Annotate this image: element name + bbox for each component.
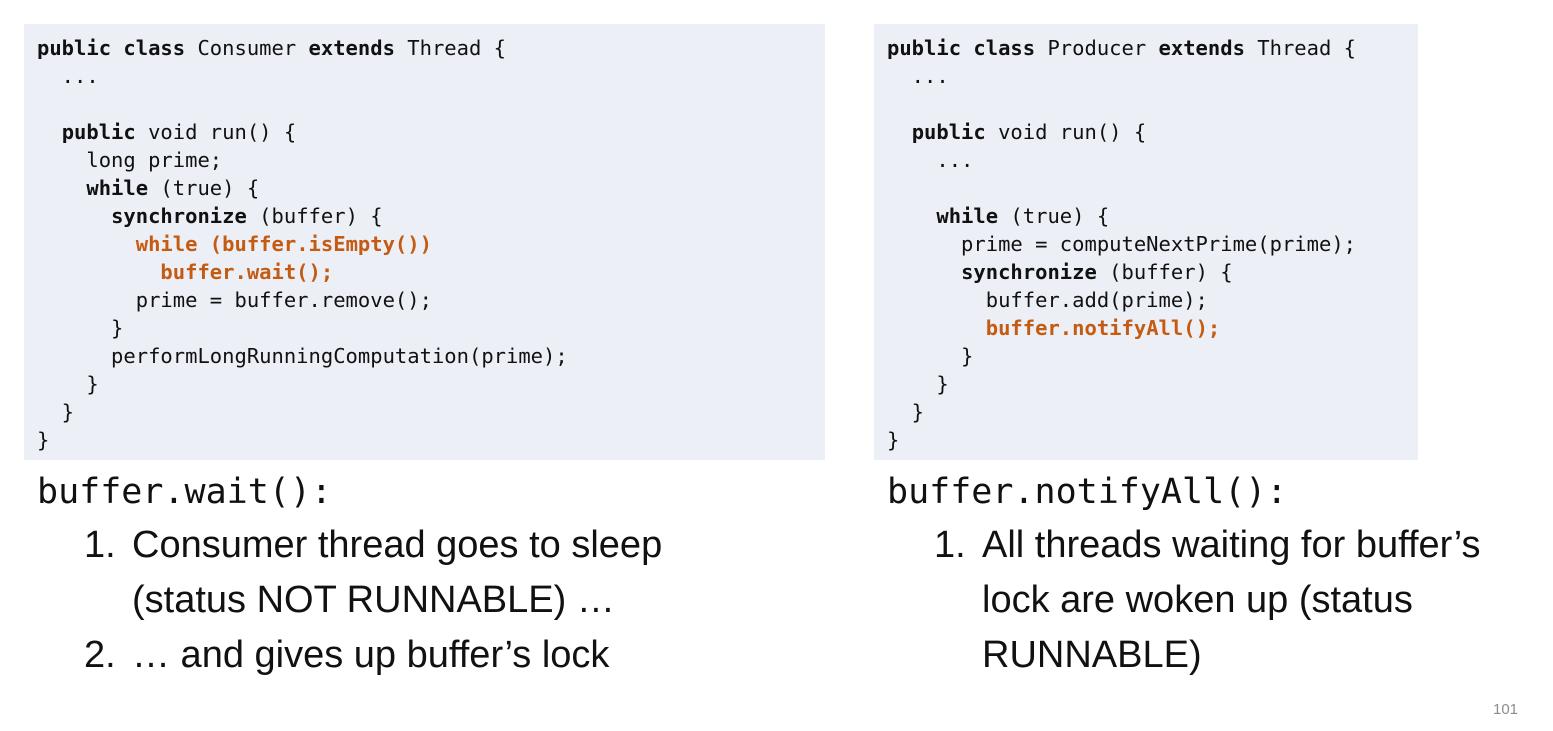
code-line: public class Producer extends Thread { [887, 34, 1418, 62]
code-text: } [887, 428, 900, 452]
code-text: long prime; [37, 148, 223, 172]
highlighted-code: while (buffer.isEmpty()) [135, 232, 432, 256]
wait-explanation-list: 1. Consumer thread goes to sleep (status … [84, 518, 734, 683]
code-text: void run() { [135, 120, 297, 144]
code-line: } [37, 398, 825, 426]
code-line: } [887, 370, 1418, 398]
code-text: void run() { [985, 120, 1147, 144]
code-text [37, 260, 160, 284]
code-line [37, 90, 825, 118]
list-item: 1. All threads waiting for buffer’s lock … [934, 518, 1494, 683]
code-text: (buffer) { [1096, 260, 1233, 284]
code-line: ... [887, 62, 1418, 90]
code-text: prime = computeNextPrime(prime); [887, 232, 1356, 256]
code-line: long prime; [37, 146, 825, 174]
code-text: (buffer) { [246, 204, 383, 228]
code-text: Consumer [185, 36, 309, 60]
code-text: Thread { [394, 36, 507, 60]
code-keyword: synchronize [111, 204, 247, 228]
code-keyword: public class [37, 36, 186, 60]
code-text: } [887, 344, 974, 368]
code-text: } [887, 400, 925, 424]
code-line: buffer.add(prime); [887, 286, 1418, 314]
list-item: 2. … and gives up buffer’s lock [84, 628, 734, 683]
code-text: buffer.add(prime); [887, 288, 1208, 312]
code-text: } [37, 316, 124, 340]
code-text [37, 120, 62, 144]
item-number: 1. [84, 524, 116, 566]
code-text [887, 316, 986, 340]
code-text [37, 204, 111, 228]
code-text: ... [887, 64, 949, 88]
item-text: Consumer thread goes to sleep (status NO… [132, 524, 663, 621]
code-line: while (true) { [887, 202, 1418, 230]
code-line: public void run() { [887, 118, 1418, 146]
code-line: buffer.wait(); [37, 258, 825, 286]
item-number: 2. [84, 634, 116, 676]
code-line: performLongRunningComputation(prime); [37, 342, 825, 370]
code-line [887, 90, 1418, 118]
producer-code-block: public class Producer extends Thread { .… [874, 24, 1418, 460]
code-text: ... [37, 64, 99, 88]
code-keyword: extends [308, 36, 395, 60]
code-line: synchronize (buffer) { [37, 202, 825, 230]
code-keyword: public [61, 120, 136, 144]
code-line: public class Consumer extends Thread { [37, 34, 825, 62]
code-keyword: extends [1158, 36, 1245, 60]
list-item: 1. Consumer thread goes to sleep (status … [84, 518, 734, 628]
code-keyword: public [911, 120, 986, 144]
code-text: ... [887, 148, 974, 172]
code-line: public void run() { [37, 118, 825, 146]
item-text: … and gives up buffer’s lock [132, 634, 610, 676]
code-line: while (true) { [37, 174, 825, 202]
code-text: } [37, 400, 75, 424]
code-line: prime = buffer.remove(); [37, 286, 825, 314]
code-text: performLongRunningComputation(prime); [37, 344, 568, 368]
code-line: while (buffer.isEmpty()) [37, 230, 825, 258]
code-line [887, 174, 1418, 202]
code-line: } [887, 342, 1418, 370]
code-line: ... [887, 146, 1418, 174]
notifyall-explanation-list: 1. All threads waiting for buffer’s lock … [934, 518, 1494, 683]
item-number: 1. [934, 524, 966, 566]
code-text: (true) { [998, 204, 1110, 228]
item-text: All threads waiting for buffer’s lock ar… [982, 524, 1481, 676]
code-keyword: public class [887, 36, 1036, 60]
code-text: } [37, 372, 99, 396]
code-line: } [37, 314, 825, 342]
code-line: buffer.notifyAll(); [887, 314, 1418, 342]
code-line: prime = computeNextPrime(prime); [887, 230, 1418, 258]
code-text: } [887, 372, 949, 396]
code-text [887, 260, 961, 284]
wait-heading: buffer.wait(): [37, 472, 333, 512]
notifyall-heading: buffer.notifyAll(): [887, 472, 1288, 512]
code-line: } [887, 426, 1418, 454]
code-keyword: synchronize [961, 260, 1097, 284]
highlighted-code: buffer.wait(); [160, 260, 334, 284]
code-text [887, 120, 912, 144]
code-line: synchronize (buffer) { [887, 258, 1418, 286]
highlighted-code: buffer.notifyAll(); [985, 316, 1221, 340]
code-text [887, 204, 936, 228]
code-line: ... [37, 62, 825, 90]
code-text: } [37, 428, 50, 452]
code-keyword: while [936, 204, 999, 228]
code-text [37, 232, 136, 256]
code-text: Thread { [1244, 36, 1357, 60]
code-line: } [37, 370, 825, 398]
code-text: prime = buffer.remove(); [37, 288, 432, 312]
code-line: } [37, 426, 825, 454]
consumer-code-block: public class Consumer extends Thread { .… [24, 24, 825, 460]
code-text: (true) { [148, 176, 260, 200]
code-text [37, 176, 86, 200]
code-text: Producer [1035, 36, 1159, 60]
code-keyword: while [86, 176, 149, 200]
page-number: 101 [1493, 701, 1519, 718]
code-line: } [887, 398, 1418, 426]
